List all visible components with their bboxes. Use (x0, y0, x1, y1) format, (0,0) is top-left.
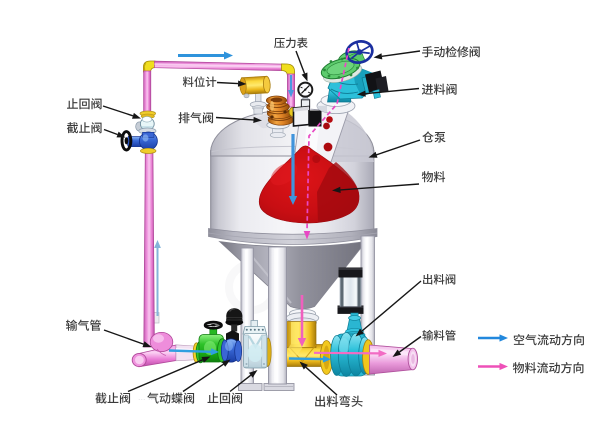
svg-text:... ...: ... ... (138, 392, 156, 402)
